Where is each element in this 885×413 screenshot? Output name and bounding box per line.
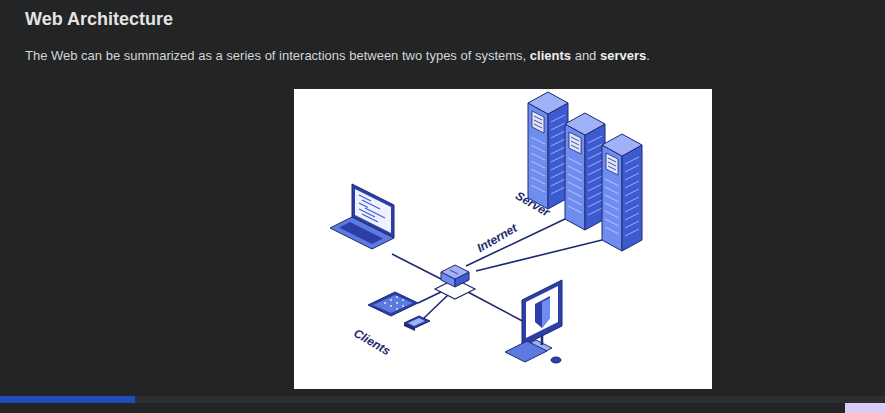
internet-hub [435,265,475,299]
server-rack [528,92,642,251]
progress-track [0,396,885,403]
bold-term: clients [530,48,571,63]
mobile-devices [368,292,430,331]
intro-text: The Web can be summarized as a series of… [25,48,526,63]
laptop [330,184,394,249]
image-panel [294,89,712,389]
page-title: Web Architecture [25,9,173,30]
bold-term: servers [600,48,646,63]
intro-paragraph: The Web can be summarized as a series of… [25,48,650,63]
desktop-computer [505,280,562,363]
network-wires [392,219,602,324]
progress-fill [0,396,135,403]
intro-text: and [575,48,597,63]
corner-tab [845,403,885,413]
intro-text: . [646,48,650,63]
